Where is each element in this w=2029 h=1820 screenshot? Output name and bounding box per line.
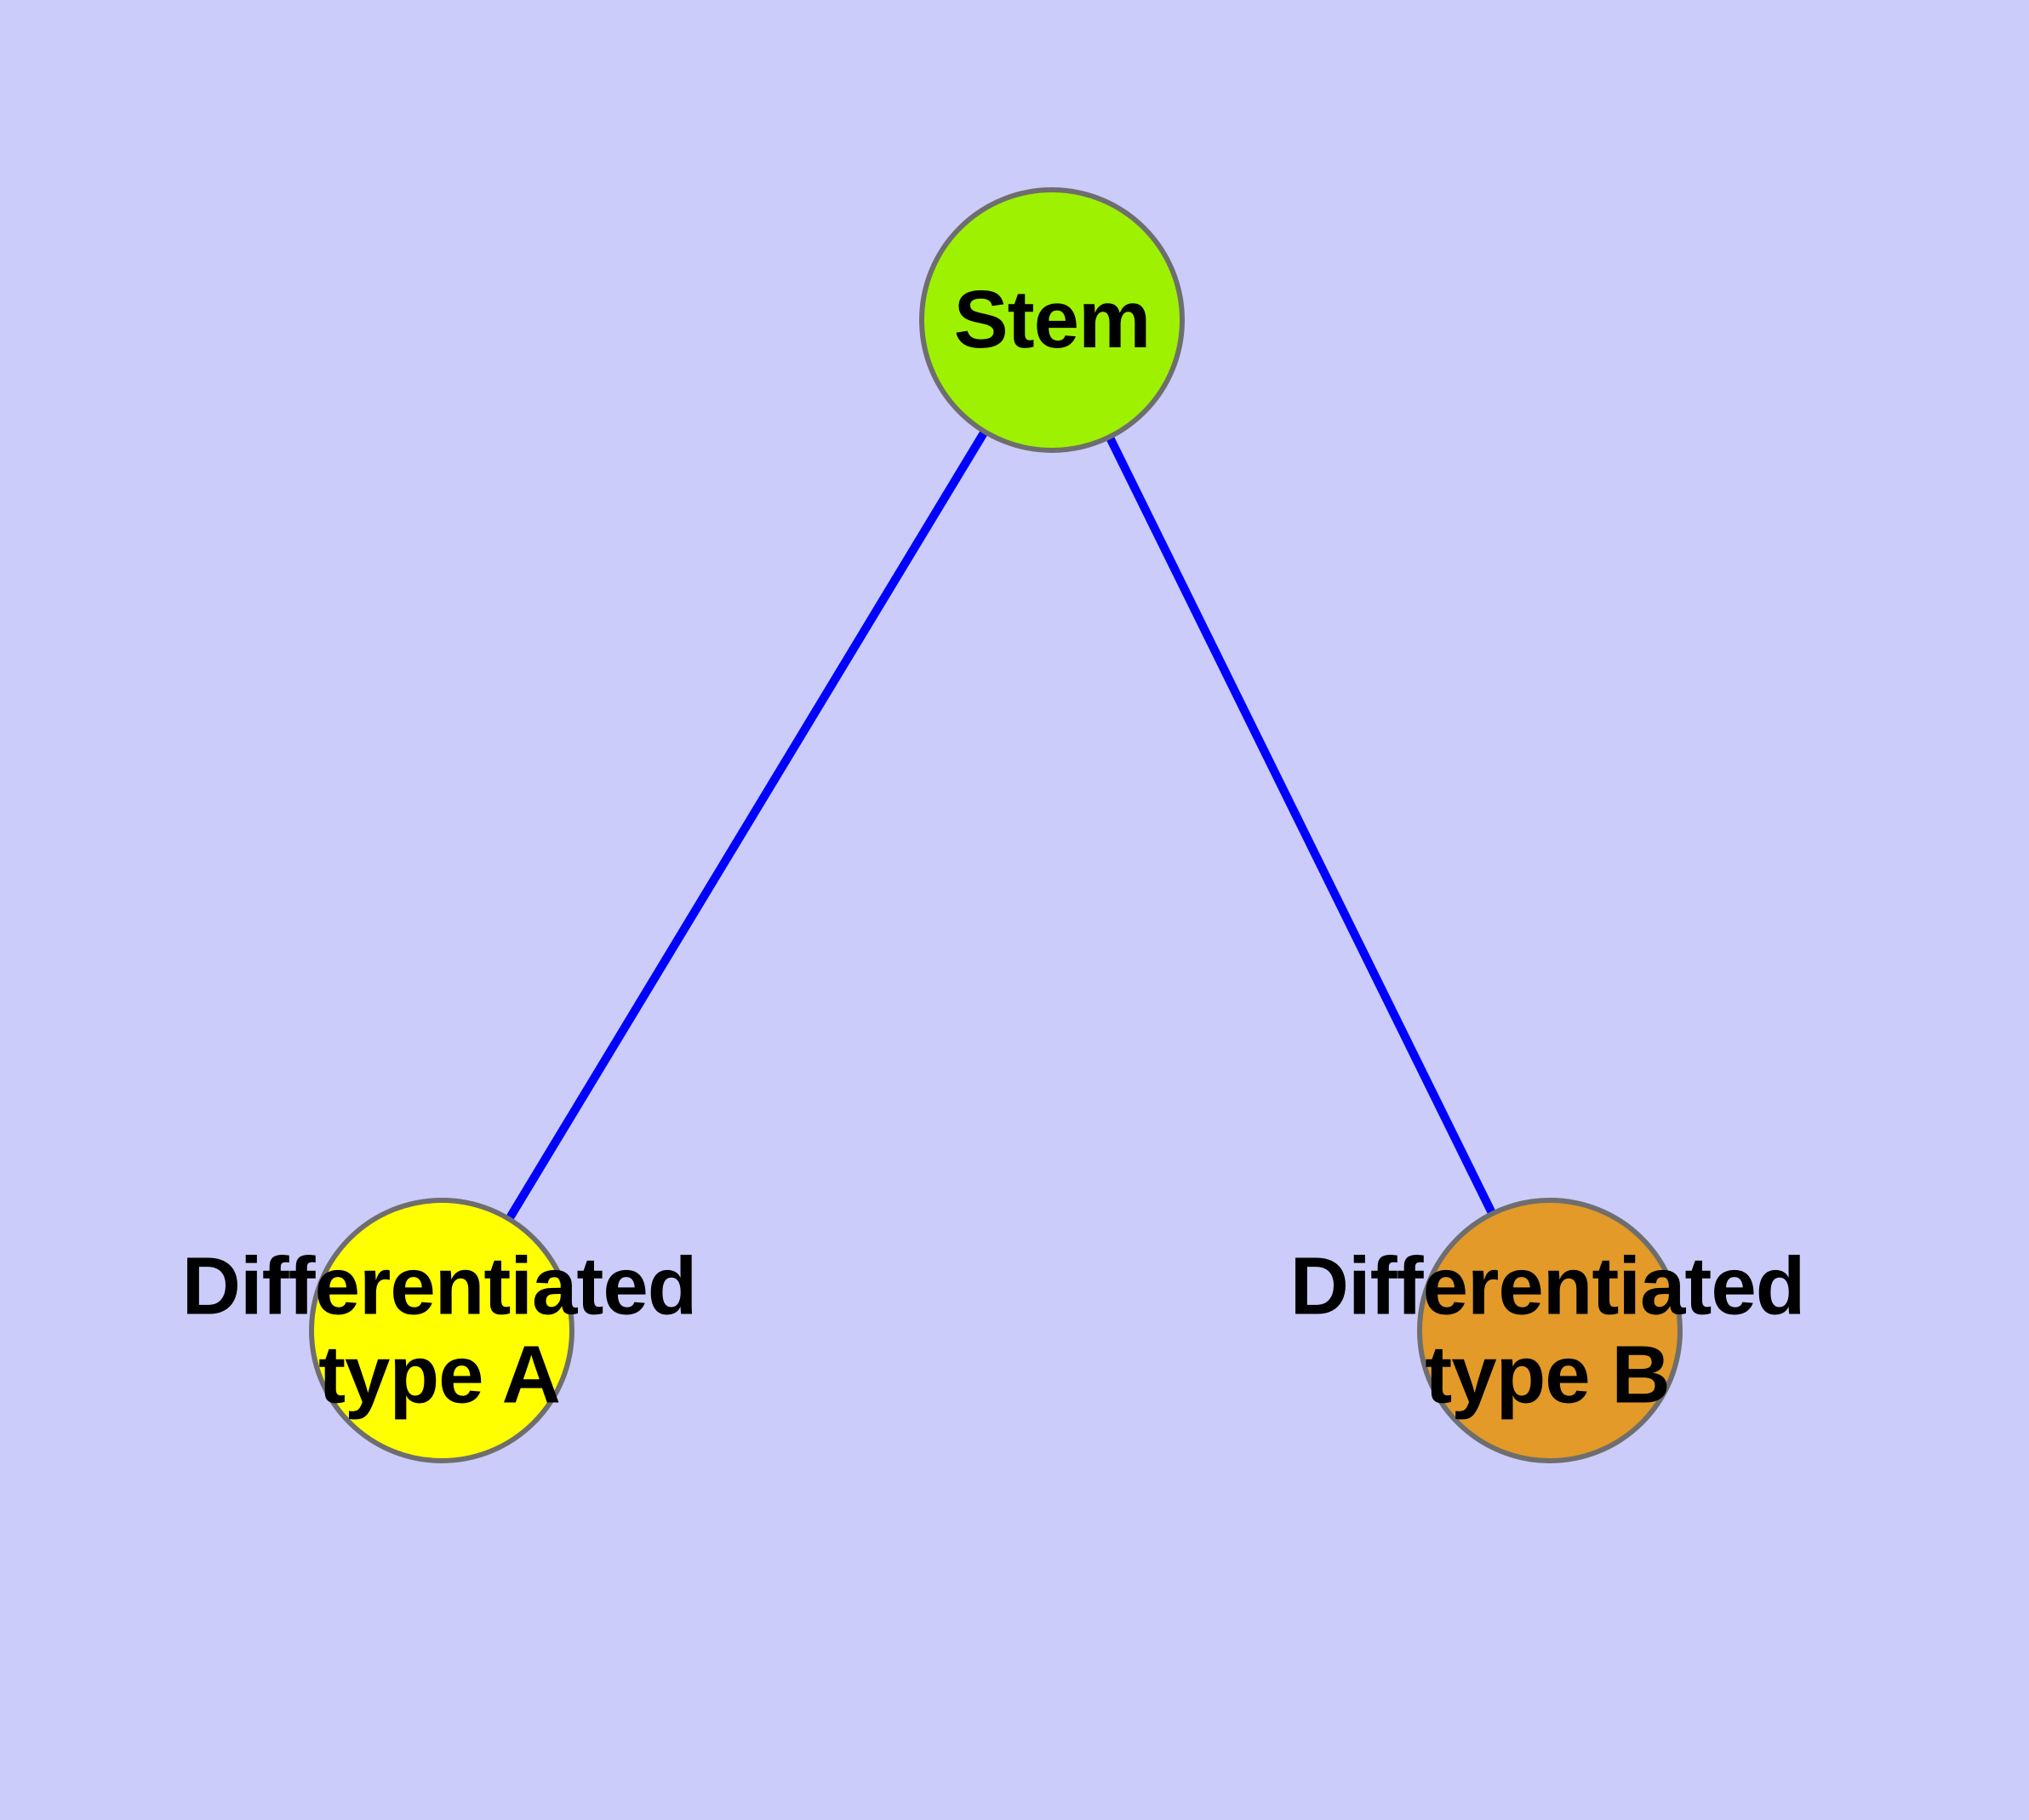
edge-layer <box>437 318 1554 1333</box>
node-circle-differentiated-type-b[interactable] <box>1417 1198 1683 1463</box>
node-circle-differentiated-type-a[interactable] <box>309 1198 574 1463</box>
node-circle-stem[interactable] <box>919 187 1185 453</box>
node-layer <box>309 187 1683 1463</box>
edge-stem-to-diff-b <box>1048 318 1554 1333</box>
edge-stem-to-diff-a <box>437 318 1056 1333</box>
